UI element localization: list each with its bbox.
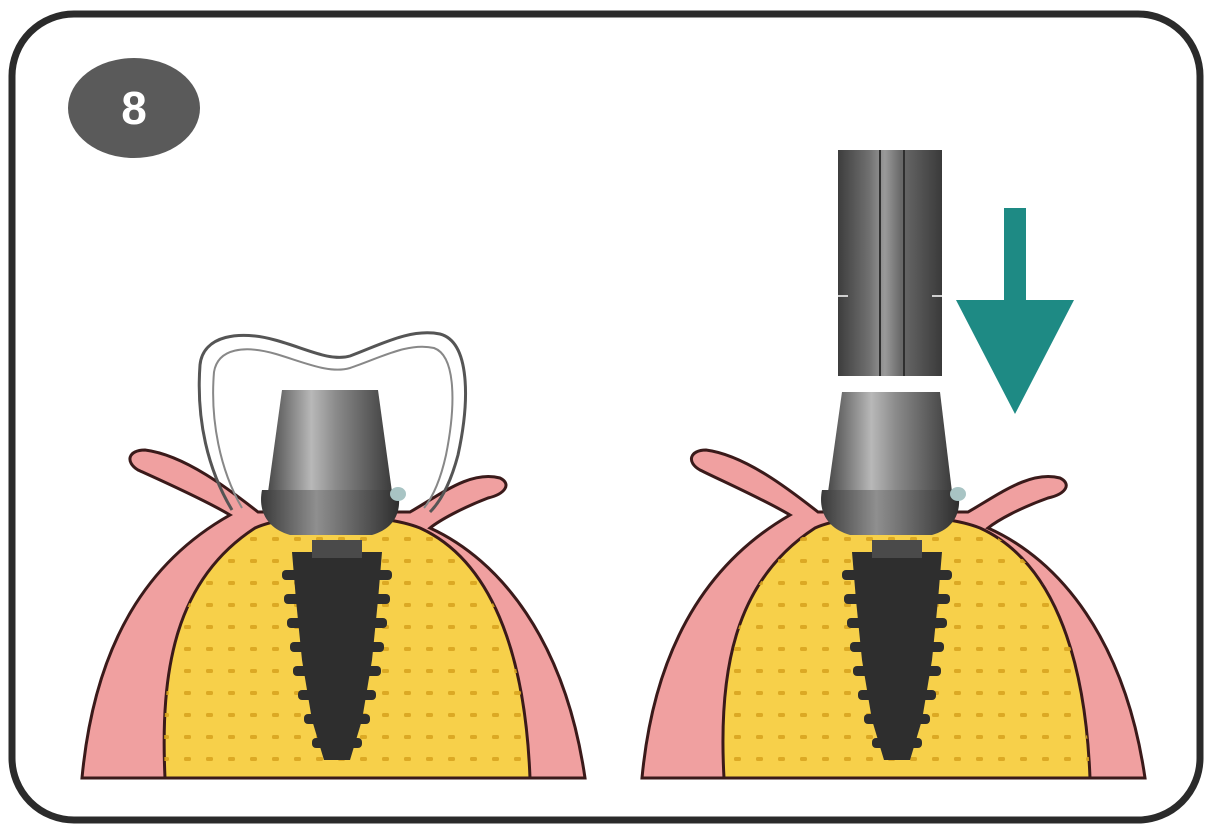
step-number: 8 <box>121 82 147 134</box>
right-abutment <box>828 392 952 492</box>
left-abutment <box>268 390 392 492</box>
step-badge: 8 <box>68 58 200 158</box>
driver-tool <box>838 150 942 376</box>
